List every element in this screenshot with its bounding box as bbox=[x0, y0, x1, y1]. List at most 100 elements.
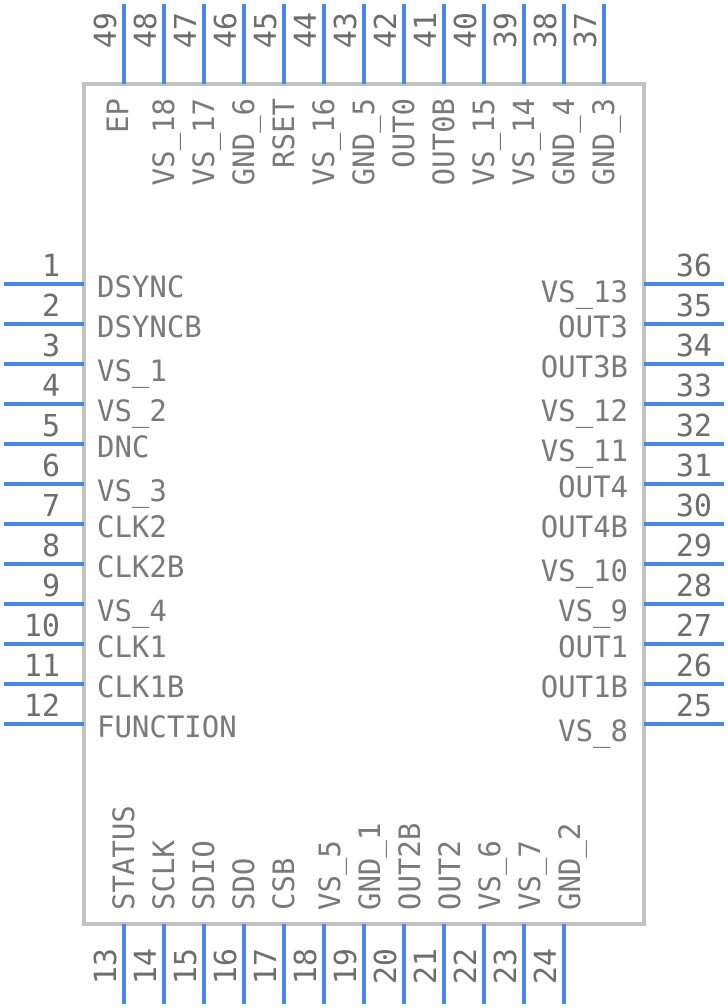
pin-label-clk2b: CLK2B bbox=[97, 550, 184, 584]
pin-3-number: 3 bbox=[42, 329, 60, 364]
pin-33-number: 33 bbox=[676, 369, 712, 404]
pin-26-number: 26 bbox=[676, 649, 712, 684]
pin-label-gnd-4: GND_4 bbox=[547, 98, 582, 185]
pin-label-vs-14: VS_14 bbox=[507, 98, 542, 185]
pin-18-number: 18 bbox=[289, 948, 324, 984]
pin-17-number: 17 bbox=[249, 948, 284, 984]
pin-15-number: 15 bbox=[169, 948, 204, 984]
pin-label-out4: OUT4 bbox=[558, 470, 628, 504]
pin-12-number: 12 bbox=[24, 689, 60, 724]
pin-label-status: STATUS bbox=[107, 805, 141, 910]
pin-11-number: 11 bbox=[24, 649, 60, 684]
pin-label-vs-12: VS_12 bbox=[541, 394, 628, 429]
pin-label-vs-13: VS_13 bbox=[541, 275, 628, 310]
pin-label-gnd-2: GND_2 bbox=[553, 823, 588, 910]
pin-label-vs-2: VS_2 bbox=[97, 394, 167, 429]
pin-label-sdo: SDO bbox=[227, 858, 261, 910]
pin-6-number: 6 bbox=[42, 449, 60, 484]
pin-label-vs-8: VS_8 bbox=[558, 714, 628, 749]
pin-36-number: 36 bbox=[676, 249, 712, 284]
pin-lines bbox=[4, 4, 724, 1004]
pin-label-csb: CSB bbox=[267, 858, 301, 910]
pin-label-sdio: SDIO bbox=[187, 840, 221, 910]
pin-10-number: 10 bbox=[24, 609, 60, 644]
pin-24-number: 24 bbox=[529, 948, 564, 984]
pin-41-number: 41 bbox=[409, 12, 444, 48]
pin-45-number: 45 bbox=[249, 12, 284, 48]
pin-43-number: 43 bbox=[329, 12, 364, 48]
pin-19-number: 19 bbox=[329, 948, 364, 984]
pin-label-vs-4: VS_4 bbox=[97, 594, 167, 629]
pin-label-out1b: OUT1B bbox=[541, 670, 628, 704]
pin-40-number: 40 bbox=[449, 12, 484, 48]
pin-13-number: 13 bbox=[89, 948, 124, 984]
pin-label-vs-17: VS_17 bbox=[187, 98, 222, 185]
pin-label-gnd-1: GND_1 bbox=[353, 823, 388, 910]
pin-8-number: 8 bbox=[42, 529, 60, 564]
pin-label-dsyncb: DSYNCB bbox=[97, 310, 202, 344]
pin-labels: DSYNCDSYNCBVS_1VS_2DNCVS_3CLK2CLK2BVS_4C… bbox=[97, 98, 628, 910]
pin-48-number: 48 bbox=[129, 12, 164, 48]
pin-label-vs-1: VS_1 bbox=[97, 354, 167, 389]
pin-28-number: 28 bbox=[676, 569, 712, 604]
pin-47-number: 47 bbox=[169, 12, 204, 48]
pin-9-number: 9 bbox=[42, 569, 60, 604]
pin-34-number: 34 bbox=[676, 329, 712, 364]
pin-label-gnd-6: GND_6 bbox=[227, 98, 262, 185]
pin-5-number: 5 bbox=[42, 409, 60, 444]
pin-label-vs-18: VS_18 bbox=[147, 98, 182, 185]
pin-label-vs-5: VS_5 bbox=[313, 840, 348, 910]
pin-label-out3: OUT3 bbox=[558, 310, 628, 344]
pin-32-number: 32 bbox=[676, 409, 712, 444]
pin-27-number: 27 bbox=[676, 609, 712, 644]
pin-label-dnc: DNC bbox=[97, 430, 149, 464]
pin-label-vs-10: VS_10 bbox=[541, 554, 628, 589]
pin-42-number: 42 bbox=[369, 12, 404, 48]
pin-label-clk1: CLK1 bbox=[97, 630, 167, 664]
pin-label-vs-15: VS_15 bbox=[467, 98, 502, 185]
pin-44-number: 44 bbox=[289, 12, 324, 48]
pin-22-number: 22 bbox=[449, 948, 484, 984]
pin-label-vs-11: VS_11 bbox=[541, 434, 628, 469]
pin-label-clk1b: CLK1B bbox=[97, 670, 184, 704]
pin-31-number: 31 bbox=[676, 449, 712, 484]
pin-label-vs-7: VS_7 bbox=[513, 840, 548, 910]
pin-label-out0b: OUT0B bbox=[427, 98, 461, 185]
pin-label-vs-16: VS_16 bbox=[307, 98, 342, 185]
pin-label-vs-6: VS_6 bbox=[473, 840, 508, 910]
pin-46-number: 46 bbox=[209, 12, 244, 48]
pin-38-number: 38 bbox=[529, 12, 564, 48]
pin-label-out3b: OUT3B bbox=[541, 350, 628, 384]
pin-23-number: 23 bbox=[489, 948, 524, 984]
pin-label-gnd-3: GND_3 bbox=[587, 98, 622, 185]
pin-21-number: 21 bbox=[409, 948, 444, 984]
pin-label-out2: OUT2 bbox=[433, 840, 467, 910]
pin-37-number: 37 bbox=[569, 12, 604, 48]
pin-label-function: FUNCTION bbox=[97, 710, 237, 744]
pin-2-number: 2 bbox=[42, 289, 60, 324]
pin-label-out4b: OUT4B bbox=[541, 510, 628, 544]
pin-20-number: 20 bbox=[369, 948, 404, 984]
pin-label-vs-9: VS_9 bbox=[558, 594, 628, 629]
pin-29-number: 29 bbox=[676, 529, 712, 564]
pin-numbers: 1234567891011123635343332313029282726251… bbox=[24, 12, 712, 984]
pin-49-number: 49 bbox=[89, 12, 124, 48]
pin-7-number: 7 bbox=[42, 489, 60, 524]
pin-30-number: 30 bbox=[676, 489, 712, 524]
pin-39-number: 39 bbox=[489, 12, 524, 48]
pin-1-number: 1 bbox=[42, 249, 60, 284]
pin-label-ep: EP bbox=[101, 98, 135, 133]
pin-25-number: 25 bbox=[676, 689, 712, 724]
pin-14-number: 14 bbox=[129, 948, 164, 984]
pin-4-number: 4 bbox=[42, 369, 60, 404]
pin-label-gnd-5: GND_5 bbox=[347, 98, 382, 185]
pin-35-number: 35 bbox=[676, 289, 712, 324]
pin-label-dsync: DSYNC bbox=[97, 270, 184, 304]
pin-label-vs-3: VS_3 bbox=[97, 474, 167, 509]
pin-16-number: 16 bbox=[209, 948, 244, 984]
pin-label-rset: RSET bbox=[267, 98, 301, 168]
pin-label-clk2: CLK2 bbox=[97, 510, 167, 544]
pin-label-out2b: OUT2B bbox=[393, 823, 427, 910]
chip-body bbox=[82, 82, 646, 926]
